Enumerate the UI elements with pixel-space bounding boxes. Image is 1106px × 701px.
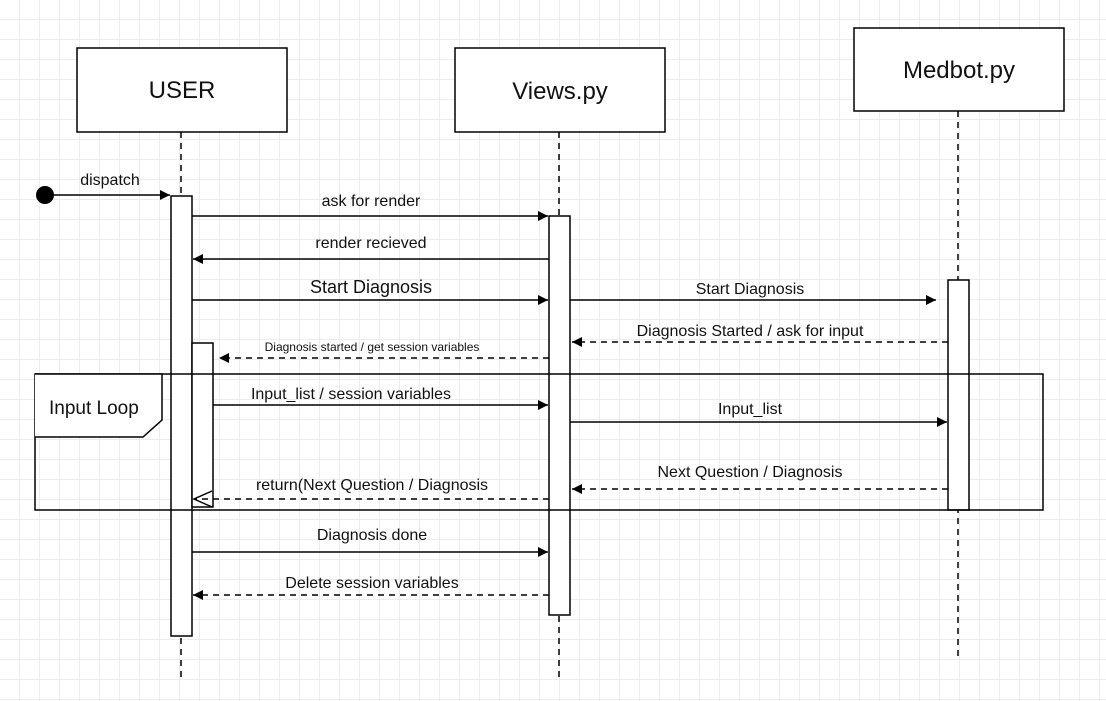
message-label-input-list: Input_list	[718, 401, 783, 418]
participant-medbot: Medbot.py	[853, 27, 1065, 112]
message-label-dispatch: dispatch	[80, 172, 140, 189]
user-nested-activation-bar	[191, 342, 214, 508]
message-label-render-recieved: render recieved	[315, 235, 426, 252]
participant-views-label: Views.py	[512, 78, 608, 105]
message-label-return-next-question: return(Next Question / Diagnosis	[256, 477, 488, 494]
input-loop-label: Input Loop	[49, 398, 139, 419]
message-label-start-diagnosis-user: Start Diagnosis	[310, 277, 432, 297]
message-return-next-question: return(Next Question / Diagnosis	[192, 477, 549, 508]
message-label-delete-session: Delete session variables	[285, 575, 458, 592]
message-delete-session: Delete session variables	[193, 575, 549, 600]
message-render-recieved: render recieved	[193, 235, 549, 264]
user-activation-bar	[170, 195, 193, 637]
message-start-diagnosis-user: Start Diagnosis	[192, 277, 548, 305]
views-activation-bar	[548, 215, 571, 616]
participant-user: USER	[76, 47, 288, 133]
message-diagnosis-started-session: Diagnosis started / get session variable…	[219, 340, 549, 363]
participant-user-label: USER	[149, 77, 216, 104]
message-input-list-session: Input_list / session variables	[213, 386, 548, 410]
message-label-next-question: Next Question / Diagnosis	[658, 464, 843, 481]
message-diagnosis-started-ask-input: Diagnosis Started / ask for input	[572, 323, 948, 347]
message-label-start-diagnosis-views: Start Diagnosis	[696, 281, 805, 298]
message-label-diagnosis-done: Diagnosis done	[317, 527, 427, 544]
message-label-diagnosis-started-ask-input: Diagnosis Started / ask for input	[637, 323, 864, 340]
message-input-list: Input_list	[570, 401, 947, 427]
message-diagnosis-done: Diagnosis done	[192, 527, 548, 557]
participant-views: Views.py	[454, 47, 666, 133]
message-dispatch: dispatch	[45, 172, 170, 200]
message-start-diagnosis-views: Start Diagnosis	[570, 281, 936, 305]
message-label-diagnosis-started-session: Diagnosis started / get session variable…	[265, 340, 480, 354]
medbot-activation-bar	[947, 279, 970, 511]
participant-medbot-label: Medbot.py	[903, 57, 1015, 84]
message-ask-for-render: ask for render	[192, 193, 548, 221]
message-label-input-list-session: Input_list / session variables	[251, 386, 451, 403]
message-next-question: Next Question / Diagnosis	[572, 464, 948, 494]
input-loop-frame: Input Loop	[34, 373, 1044, 511]
message-label-ask-for-render: ask for render	[322, 193, 421, 210]
